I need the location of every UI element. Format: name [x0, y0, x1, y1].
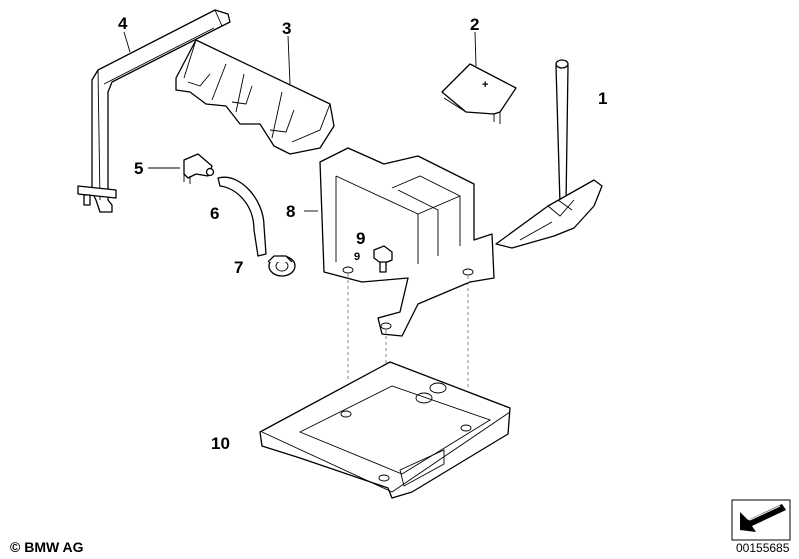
part-10-battery-tray: [259, 361, 511, 499]
footer: © BMW AG 00155685: [10, 539, 790, 555]
callout-4: 4: [118, 14, 128, 33]
callout-labels: 1 2 3 4 5 6 7 8 9 9 10: [118, 14, 607, 453]
callout-3: 3: [282, 19, 291, 38]
part-1-holder: [495, 59, 603, 249]
part-4-hold-down-bracket: [77, 9, 231, 213]
part-9-bolt: [373, 245, 393, 273]
part-8-holder-frame: [319, 147, 495, 337]
part-7-grommet: [267, 255, 296, 277]
copyright-text: © BMW AG: [10, 539, 84, 555]
diagram-id: 00155685: [736, 541, 790, 555]
callout-9: 9: [356, 229, 365, 248]
callout-5: 5: [134, 159, 143, 178]
part-3-cover: [175, 39, 335, 155]
callout-1: 1: [598, 89, 607, 108]
callout-7: 7: [234, 258, 243, 277]
callout-10: 10: [211, 434, 230, 453]
plus-mark: +: [482, 79, 488, 91]
part-2-terminal-cover: +: [441, 63, 517, 124]
part-6-vent-hose: [217, 176, 267, 257]
part-5-elbow-fitting: [183, 153, 215, 184]
arrow-to-next-page-icon: [731, 499, 791, 541]
callout-8: 8: [286, 202, 295, 221]
callout-9-small: 9: [354, 251, 360, 263]
callout-2: 2: [470, 15, 479, 34]
callout-6: 6: [210, 204, 219, 223]
leader-lines: [123, 31, 477, 212]
